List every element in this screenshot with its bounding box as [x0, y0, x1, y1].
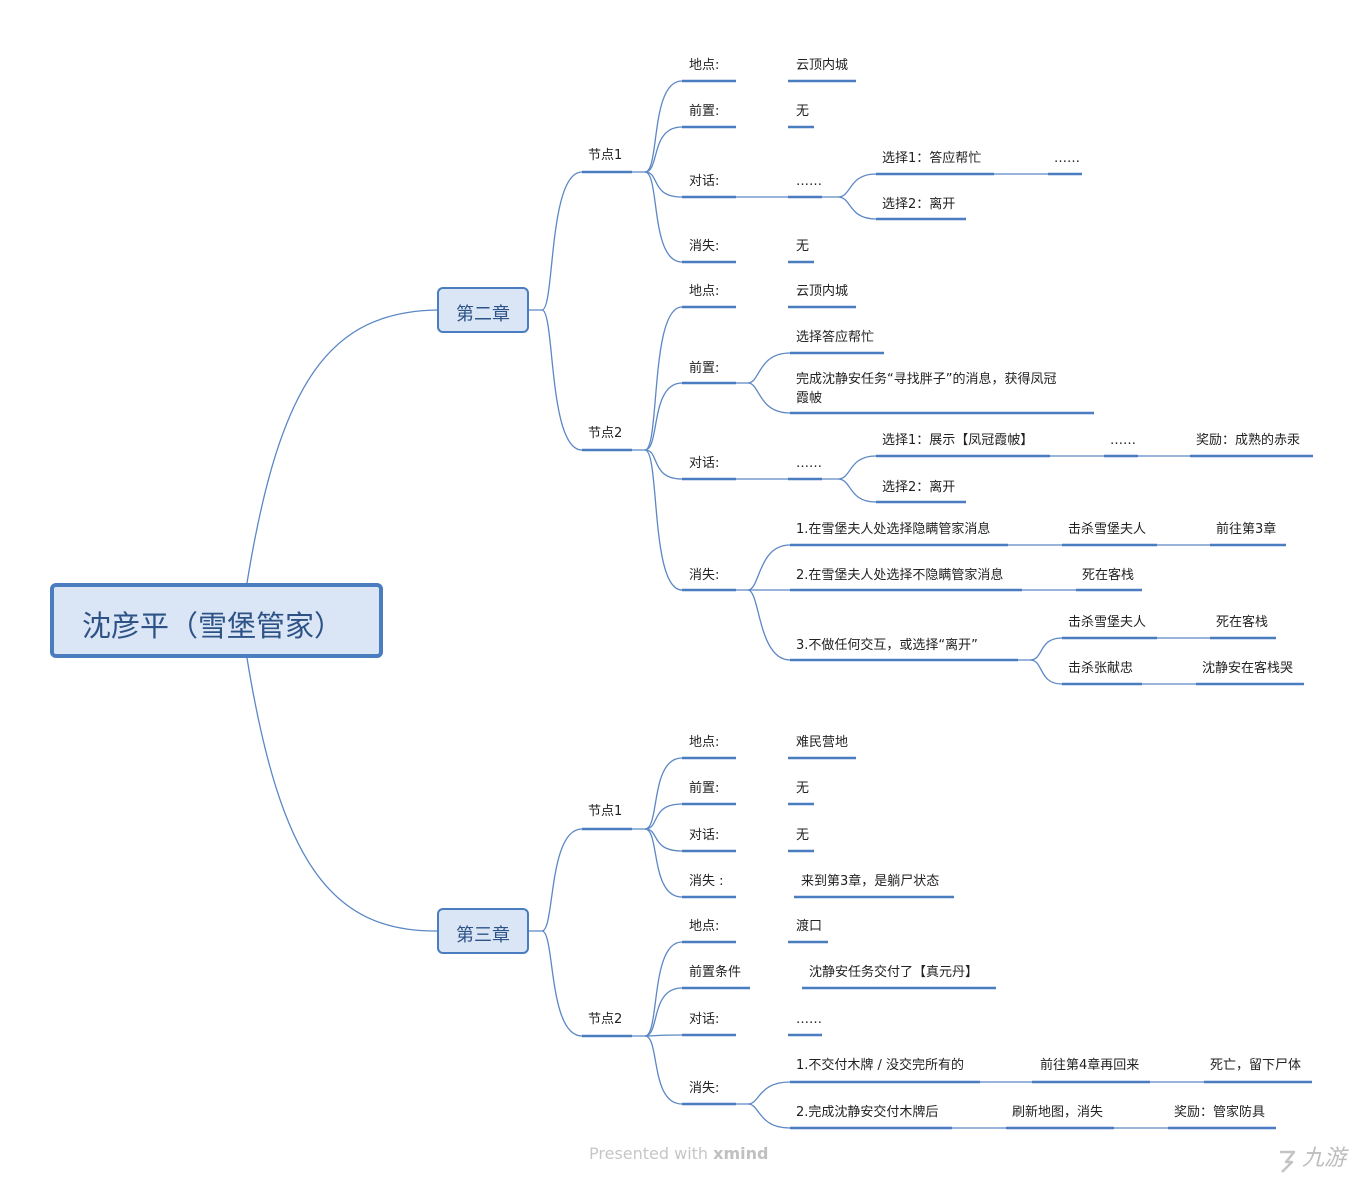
disappear-value[interactable]: 来到第3章，是躺尸状态: [801, 874, 940, 889]
prerequisite-label[interactable]: 前置条件: [689, 965, 742, 980]
disappear-option-1[interactable]: 1.在雪堡夫人处选择隐瞒管家消息: [796, 522, 991, 537]
dialogue-value[interactable]: ……: [796, 456, 822, 471]
jiuyou-logo-text: 九游: [1302, 1146, 1347, 1171]
disappear-label[interactable]: 消失:: [689, 239, 720, 254]
node-label[interactable]: 节点1: [588, 148, 623, 163]
location-label[interactable]: 地点:: [689, 58, 720, 73]
location-label[interactable]: 地点:: [689, 284, 720, 299]
disappear-option-3-a[interactable]: 击杀雪堡夫人: [1068, 615, 1147, 630]
dialogue-label[interactable]: 对话:: [689, 456, 720, 471]
presented-with-text: Presented with: [589, 1144, 709, 1163]
node-label[interactable]: 节点2: [588, 1012, 623, 1027]
chapter-3-label: 第三章: [456, 925, 510, 946]
choice-2[interactable]: 选择2：离开: [882, 480, 956, 495]
disappear-option-2[interactable]: 2.在雪堡夫人处选择不隐瞒管家消息: [796, 568, 1004, 583]
disappear-value[interactable]: 无: [796, 239, 810, 254]
choice-1[interactable]: 选择1：展示【凤冠霞帔】: [882, 433, 1034, 448]
dialogue-value[interactable]: ……: [796, 174, 822, 189]
dialogue-label[interactable]: 对话:: [689, 828, 720, 843]
prerequisite-label[interactable]: 前置:: [689, 781, 720, 796]
prerequisite-b-line1[interactable]: 完成沈静安任务“寻找胖子”的消息，获得凤冠: [796, 372, 1057, 387]
location-value[interactable]: 云顶内城: [796, 58, 849, 73]
disappear-option-1-a[interactable]: 前往第4章再回来: [1040, 1058, 1140, 1073]
location-label[interactable]: 地点:: [689, 735, 720, 750]
disappear-option-1-a[interactable]: 击杀雪堡夫人: [1068, 522, 1147, 537]
disappear-label[interactable]: 消失:: [689, 1081, 720, 1096]
prerequisite-value[interactable]: 沈静安任务交付了【真元丹】: [809, 965, 979, 980]
dialogue-value[interactable]: 无: [796, 828, 810, 843]
disappear-option-3-a2[interactable]: 死在客栈: [1216, 615, 1269, 630]
prerequisite-value[interactable]: 无: [796, 104, 810, 119]
disappear-option-3-b[interactable]: 击杀张献忠: [1068, 661, 1134, 676]
disappear-option-3-b2[interactable]: 沈静安在客栈哭: [1202, 661, 1294, 676]
disappear-option-2-a[interactable]: 刷新地图，消失: [1012, 1105, 1104, 1120]
presented-with-watermark: Presented with xmind: [589, 1144, 768, 1163]
chapter-2-topic[interactable]: [437, 287, 529, 333]
prerequisite-label[interactable]: 前置:: [689, 361, 720, 376]
location-value[interactable]: 渡口: [796, 919, 823, 934]
prerequisite-b-line2[interactable]: 霞帔: [796, 391, 823, 406]
disappear-option-1-b[interactable]: 死亡，留下尸体: [1210, 1058, 1302, 1073]
prerequisite-a[interactable]: 选择答应帮忙: [796, 330, 875, 345]
root-topic[interactable]: [50, 583, 383, 658]
choice-1-next[interactable]: ……: [1054, 151, 1080, 166]
location-value[interactable]: 云顶内城: [796, 284, 849, 299]
location-value[interactable]: 难民营地: [796, 735, 849, 750]
node-label[interactable]: 节点2: [588, 426, 623, 441]
xmind-brand: xmind: [713, 1144, 769, 1163]
disappear-option-2-a[interactable]: 死在客栈: [1082, 568, 1135, 583]
disappear-option-1-b[interactable]: 前往第3章: [1216, 522, 1277, 537]
prerequisite-value[interactable]: 无: [796, 781, 810, 796]
chapter-2-label: 第二章: [456, 304, 510, 325]
choice-1[interactable]: 选择1：答应帮忙: [882, 151, 982, 166]
disappear-label[interactable]: 消失 :: [689, 874, 724, 889]
node-label[interactable]: 节点1: [588, 804, 623, 819]
dialogue-label[interactable]: 对话:: [689, 174, 720, 189]
choice-1-reward[interactable]: 奖励：成熟的赤汞: [1196, 433, 1301, 448]
dialogue-value[interactable]: ……: [796, 1012, 822, 1027]
choice-1-next[interactable]: ……: [1110, 433, 1136, 448]
jiuyou-logo-icon: [1280, 1150, 1296, 1173]
disappear-option-3[interactable]: 3.不做任何交互，或选择“离开”: [796, 638, 978, 653]
prerequisite-label[interactable]: 前置:: [689, 104, 720, 119]
root-topic-label: 沈彦平（雪堡管家）: [82, 609, 344, 643]
disappear-option-1[interactable]: 1.不交付木牌 / 没交完所有的: [796, 1058, 965, 1073]
choice-2[interactable]: 选择2：离开: [882, 197, 956, 212]
dialogue-label[interactable]: 对话:: [689, 1012, 720, 1027]
chapter-3-topic[interactable]: [437, 908, 529, 954]
location-label[interactable]: 地点:: [689, 919, 720, 934]
disappear-label[interactable]: 消失:: [689, 568, 720, 583]
disappear-option-2-b[interactable]: 奖励：管家防具: [1174, 1105, 1266, 1120]
disappear-option-2[interactable]: 2.完成沈静安交付木牌后: [796, 1105, 939, 1120]
